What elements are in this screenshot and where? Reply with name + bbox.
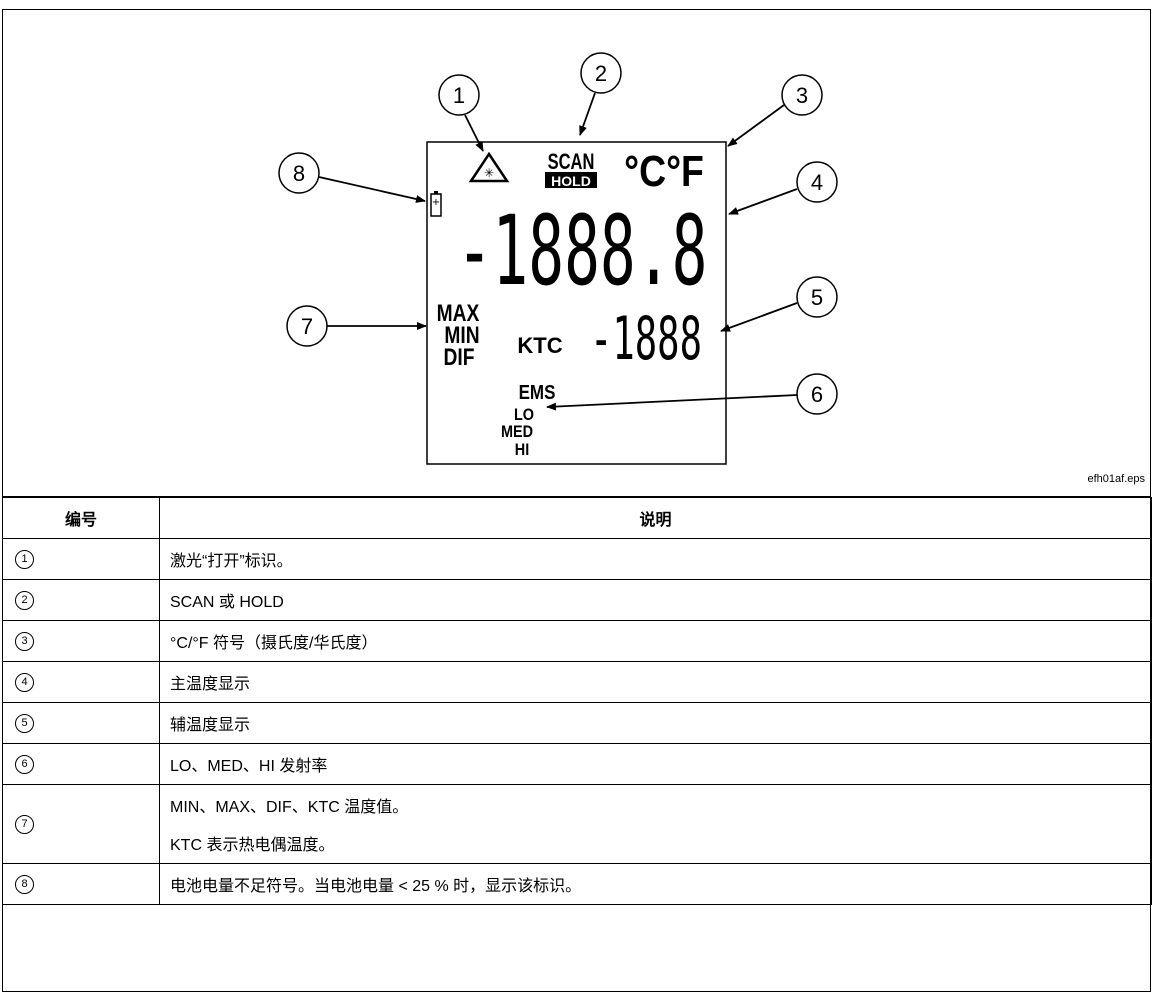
emissivity-med-label: MED: [501, 423, 533, 441]
max-label: MAX: [437, 299, 480, 327]
battery-low-icon: +: [430, 191, 442, 217]
callout-8: 8: [278, 152, 320, 194]
table-row: 6 LO、MED、HI 发射率: [2, 743, 1152, 785]
unit-label: °C°F: [624, 146, 704, 196]
svg-text:1: 1: [453, 83, 465, 108]
legend-table: 编号 说明 1 激光“打开”标识。 2 SCAN 或 HOLD 3 °C/°F …: [2, 497, 1152, 905]
row-description: 主温度显示: [159, 661, 1152, 703]
legend-header-row: 编号 说明: [2, 497, 1152, 539]
leader-4: [728, 188, 798, 215]
leader-1: [464, 114, 484, 152]
svg-text:✳: ✳: [484, 166, 494, 180]
row-number: 2: [15, 591, 34, 610]
callout-5: 5: [796, 276, 838, 318]
row-number: 4: [15, 673, 34, 692]
svg-text:4: 4: [811, 170, 823, 195]
leader-5: [720, 302, 798, 332]
row-number: 7: [15, 815, 34, 834]
display-figure: ✳ + SCAN HOLD °C°F -1888.8 KTC -1888 MAX…: [2, 9, 1151, 497]
svg-text:5: 5: [811, 285, 823, 310]
table-row: 4 主温度显示: [2, 661, 1152, 703]
min-label: MIN: [444, 321, 479, 349]
hold-box: [545, 172, 597, 188]
ktc-label: KTC: [517, 333, 562, 358]
svg-text:7: 7: [301, 314, 313, 339]
callout-6: 6: [796, 373, 838, 415]
leader-6: [546, 394, 798, 411]
table-row: 2 SCAN 或 HOLD: [2, 579, 1152, 621]
row-number: 8: [15, 875, 34, 894]
callout-3: 3: [781, 74, 823, 116]
figure-filename: efh01af.eps: [1087, 473, 1146, 485]
scan-label: SCAN: [548, 150, 595, 175]
row-description: 激光“打开”标识。: [159, 538, 1152, 580]
leader-3: [727, 104, 785, 147]
table-row: 3 °C/°F 符号（摄氏度/华氏度）: [2, 620, 1152, 662]
row-number: 1: [15, 550, 34, 569]
svg-text:6: 6: [811, 382, 823, 407]
callout-4: 4: [796, 161, 838, 203]
row-description: 辅温度显示: [159, 702, 1152, 744]
row-description: SCAN 或 HOLD: [159, 579, 1152, 621]
row-description: °C/°F 符号（摄氏度/华氏度）: [159, 620, 1152, 662]
row-number: 3: [15, 632, 34, 651]
leader-8: [318, 176, 426, 203]
emissivity-hi-label: HI: [515, 441, 529, 459]
secondary-temperature-digits: -1888: [590, 304, 702, 374]
lcd-diagram: ✳ + SCAN HOLD °C°F -1888.8 KTC -1888 MAX…: [278, 52, 838, 465]
laser-warning-icon: ✳: [468, 151, 510, 183]
hold-label: HOLD: [551, 173, 591, 189]
row-description: LO、MED、HI 发射率: [159, 743, 1152, 785]
table-row: 1 激光“打开”标识。: [2, 538, 1152, 580]
table-row: 5 辅温度显示: [2, 702, 1152, 744]
ems-label: EMS: [519, 381, 556, 404]
header-description: 说明: [159, 497, 1152, 539]
row-description: 电池电量不足符号。当电池电量 < 25 % 时，显示该标识。: [159, 863, 1152, 905]
main-temperature-digits: -1888.8: [457, 195, 708, 307]
callout-2: 2: [580, 52, 622, 94]
svg-text:3: 3: [796, 83, 808, 108]
row-description-line1: MIN、MAX、DIF、KTC 温度值。: [170, 799, 409, 816]
svg-text:+: +: [432, 197, 440, 208]
dif-label: DIF: [444, 343, 475, 371]
svg-text:2: 2: [595, 61, 607, 86]
table-row: 8 电池电量不足符号。当电池电量 < 25 % 时，显示该标识。: [2, 863, 1152, 905]
callout-7: 7: [286, 305, 328, 347]
table-row: 7 MIN、MAX、DIF、KTC 温度值。 KTC 表示热电偶温度。: [2, 784, 1152, 864]
row-description-line2: KTC 表示热电偶温度。: [170, 837, 335, 854]
leader-2: [579, 92, 596, 136]
row-description: MIN、MAX、DIF、KTC 温度值。 KTC 表示热电偶温度。: [159, 784, 1152, 864]
callout-1: 1: [438, 74, 480, 116]
row-number: 5: [15, 714, 34, 733]
header-number: 编号: [2, 497, 160, 539]
row-number: 6: [15, 755, 34, 774]
svg-text:8: 8: [293, 161, 305, 186]
emissivity-lo-label: LO: [514, 406, 534, 424]
lcd-outline: [426, 141, 727, 465]
